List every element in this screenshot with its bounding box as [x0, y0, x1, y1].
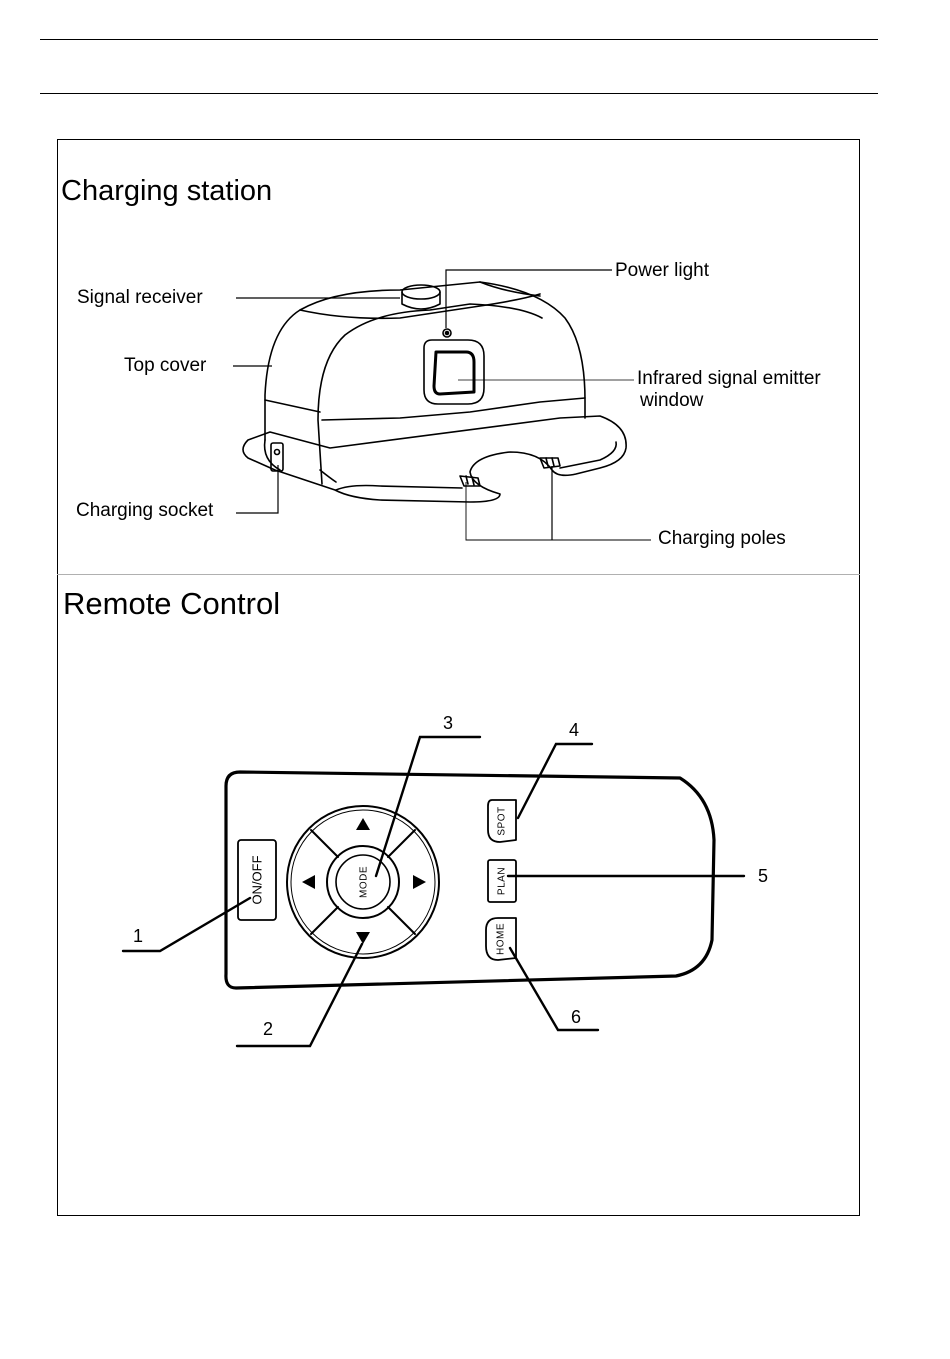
leader-6	[510, 948, 598, 1030]
leader-4	[518, 744, 592, 818]
right-arrow-icon	[413, 875, 426, 889]
left-arrow-icon	[302, 875, 315, 889]
callout-2: 2	[263, 1019, 273, 1040]
leader-3	[376, 737, 480, 876]
remote-body	[226, 772, 714, 988]
callout-6: 6	[571, 1007, 581, 1028]
plan-button[interactable]: PLAN	[497, 867, 508, 895]
callout-4: 4	[569, 720, 579, 741]
spot-button[interactable]: SPOT	[497, 806, 508, 835]
on-off-button[interactable]: ON/OFF	[250, 855, 265, 904]
mode-button-label[interactable]: MODE	[359, 866, 370, 898]
callout-3: 3	[443, 713, 453, 734]
down-arrow-icon	[356, 932, 370, 944]
home-button[interactable]: HOME	[496, 923, 507, 955]
leader-2	[237, 944, 362, 1046]
callout-5: 5	[758, 866, 768, 887]
callout-1: 1	[133, 926, 143, 947]
up-arrow-icon	[356, 818, 370, 830]
